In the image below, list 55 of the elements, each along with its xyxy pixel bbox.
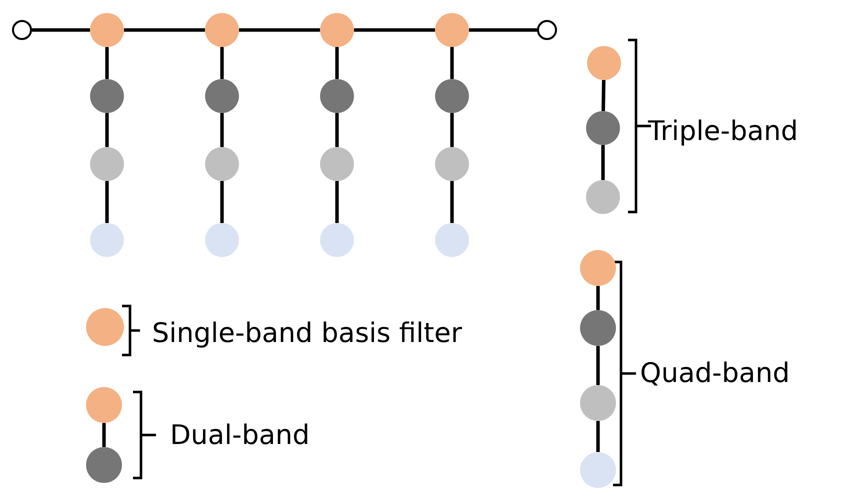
connector-line: [596, 421, 600, 452]
connector-line: [596, 286, 600, 310]
connector-line: [601, 145, 605, 180]
connector-line: [105, 113, 109, 147]
filter-circle: [90, 223, 124, 257]
connector-line: [450, 113, 454, 147]
filter-circle: [586, 111, 620, 145]
connector-line: [335, 181, 339, 223]
filter-circle: [86, 308, 124, 346]
connector-line: [105, 47, 109, 79]
filter-circle: [435, 223, 469, 257]
connector-line: [596, 346, 600, 385]
filter-circle: [586, 180, 620, 214]
filter-circle: [90, 147, 124, 181]
filter-circle: [90, 79, 124, 113]
filter-circle: [320, 13, 354, 47]
filter-circle: [580, 385, 616, 421]
connector-line: [469, 28, 537, 32]
filter-circle: [205, 13, 239, 47]
filter-circle: [435, 79, 469, 113]
connector-line: [220, 47, 224, 79]
filter-circle: [86, 447, 122, 483]
filter-circle: [435, 13, 469, 47]
group-label: Quad-band: [640, 358, 790, 390]
connector-line: [239, 28, 320, 32]
group-label: Triple-band: [648, 116, 798, 148]
connector-line: [220, 113, 224, 147]
connector-line: [124, 28, 205, 32]
terminal-circle: [12, 20, 32, 40]
group-label: Single-band basis filter: [152, 318, 462, 350]
connector-line: [220, 181, 224, 223]
filter-circle: [320, 79, 354, 113]
connector-line: [602, 80, 606, 112]
filter-circle: [205, 147, 239, 181]
connector-line: [32, 28, 90, 32]
connector-line: [335, 113, 339, 147]
filter-circle: [435, 147, 469, 181]
connector-line: [450, 47, 454, 79]
filter-circle: [580, 310, 616, 346]
filter-circle: [587, 46, 621, 80]
connector-line: [102, 423, 106, 447]
connector-line: [105, 181, 109, 223]
connector-line: [335, 47, 339, 79]
terminal-circle: [537, 20, 557, 40]
filter-circle: [205, 79, 239, 113]
connector-line: [450, 181, 454, 223]
filter-circle: [580, 452, 616, 488]
filter-circle: [205, 223, 239, 257]
filter-circle: [320, 223, 354, 257]
filter-circle: [90, 13, 124, 47]
connector-line: [354, 28, 435, 32]
filter-circle: [580, 250, 616, 286]
group-label: Dual-band: [170, 420, 310, 452]
filter-circle: [86, 387, 122, 423]
filter-circle: [320, 147, 354, 181]
